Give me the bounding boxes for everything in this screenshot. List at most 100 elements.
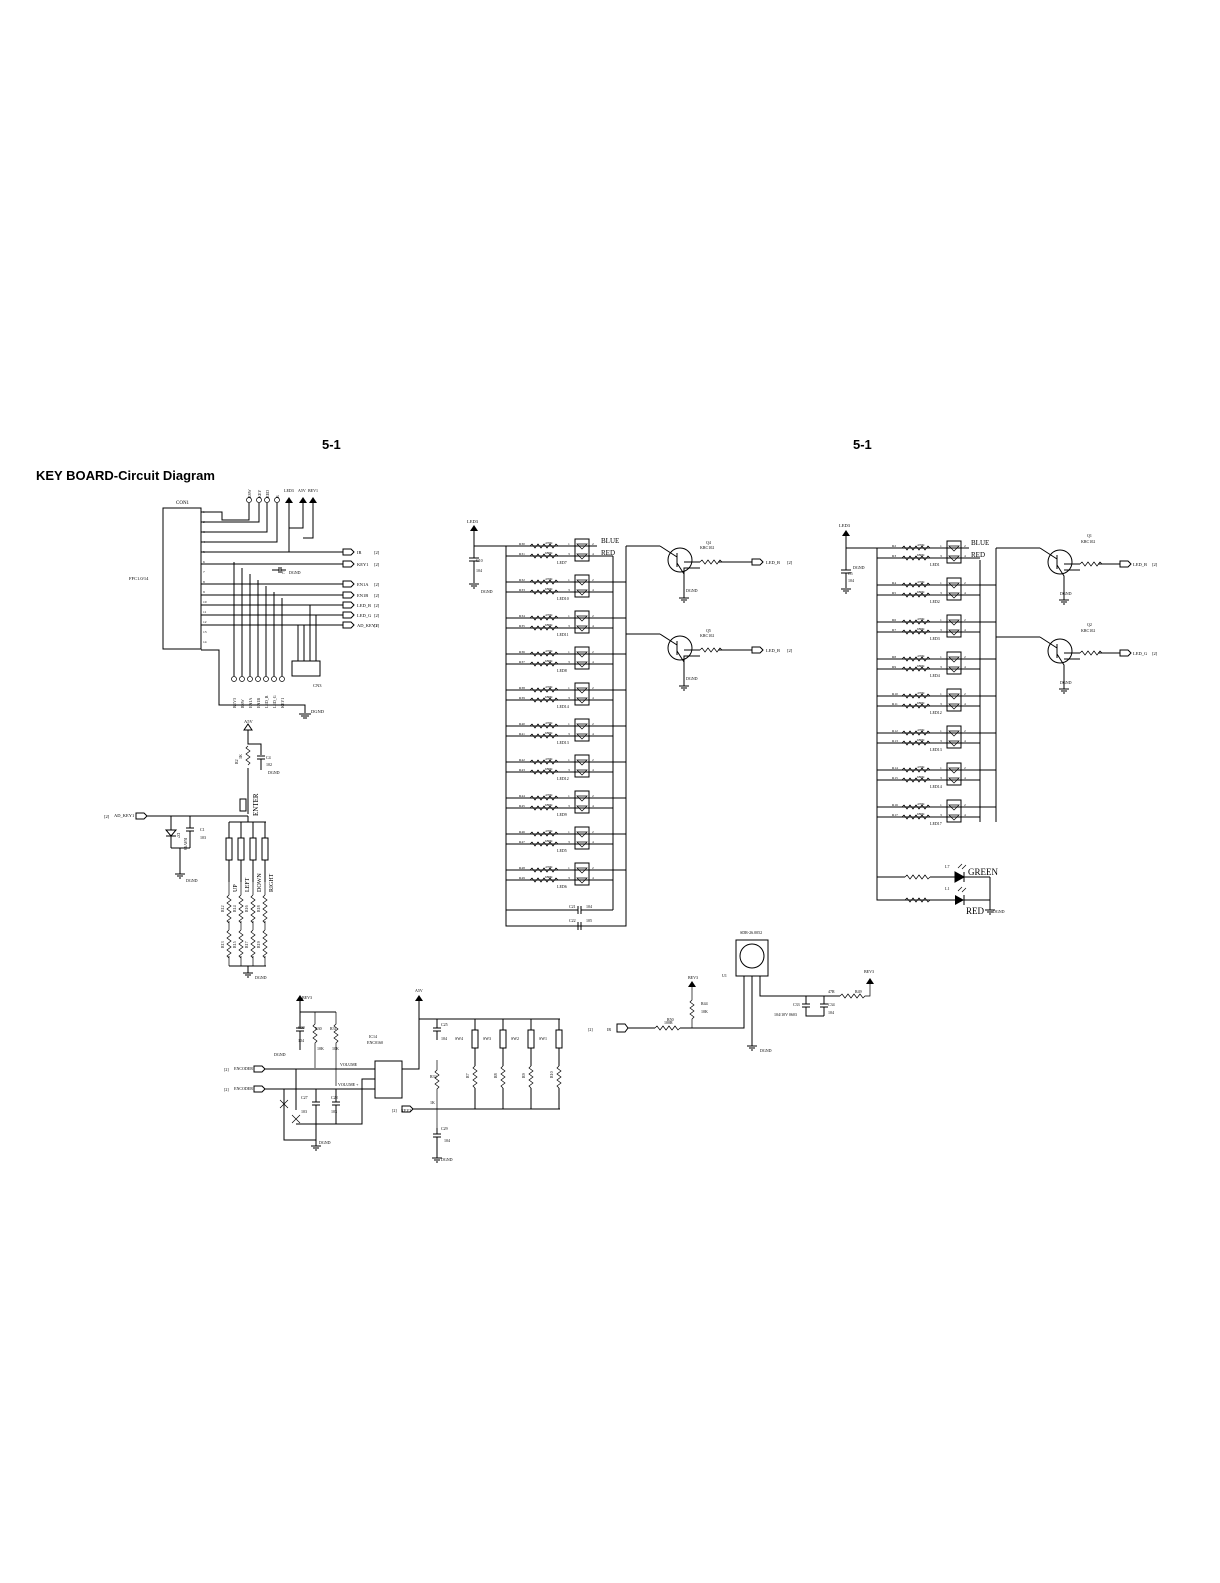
- con1-top-arrow-6: [309, 497, 317, 503]
- enc-in-label-a: ENCODER: [234, 1066, 253, 1071]
- enc-r30: R30: [315, 1026, 322, 1031]
- ledr-pin2-1: 2: [964, 581, 966, 585]
- ledr-res-ref-a-4: R10: [892, 692, 898, 696]
- ledl-res-val-b-2: 680R: [545, 623, 553, 627]
- ledr-res-ref-b-1: R5: [892, 591, 896, 595]
- ledr-q-ref-1: Q2: [1087, 622, 1092, 627]
- ledl-res-ref-b-4: R39: [519, 696, 525, 700]
- ledr-res-val-b-5: 680R: [917, 738, 925, 742]
- enc-sw-2: [527, 1029, 535, 1049]
- ledl-pin3-0: 3: [568, 552, 570, 556]
- ledr-pin1-2: 1: [940, 618, 942, 622]
- enc-ic: IC14: [369, 1034, 377, 1039]
- ir-receiver-section: SDR-26.0052 U1 [2] IR R50 100R BEV3 R44 …: [588, 930, 874, 1053]
- con1-top-wires: [201, 503, 314, 553]
- ledl-led-1: [574, 574, 590, 598]
- ledr-res-a-6: [901, 767, 931, 773]
- ledr-q-gnd-label-1: DGND: [1060, 680, 1072, 685]
- ledr-pin4-2: 4: [964, 628, 966, 632]
- con1-right-label-1: KEY1: [357, 562, 369, 567]
- ledl-res-ref-a-6: R42: [519, 758, 525, 762]
- con1-right-label-2: EN1A: [357, 582, 369, 587]
- ledl-c22-val: 105: [586, 918, 592, 923]
- ledr-blue-label: BLUE: [971, 539, 989, 547]
- enc-sw-label-2: SW2: [511, 1036, 519, 1041]
- ledl-pin2-8: 2: [592, 830, 594, 834]
- ledr-q-port-0: [1098, 560, 1132, 568]
- ledl-q-body-0: [659, 545, 700, 598]
- con1-bottom-node-0: [231, 676, 237, 682]
- ledr-q-gnd-1: [1059, 688, 1069, 694]
- ledl-res-a-3: [529, 651, 559, 657]
- enc-c30-val: 104: [298, 1038, 304, 1043]
- ledl-pin3-9: 3: [568, 876, 570, 880]
- keys-gnd: DGND: [186, 878, 198, 883]
- con1-bottom-label-6: KEY1: [280, 698, 285, 708]
- con1-bottom-node-6: [279, 676, 285, 682]
- con1-ref: CON1: [176, 501, 190, 506]
- keys-pullup-val: 1K: [238, 754, 243, 759]
- ledr-q-ref-0: Q1: [1087, 533, 1092, 538]
- ir-r44: R44: [701, 1001, 708, 1006]
- ledl-pin2-0: 2: [592, 542, 594, 546]
- ledr-res-val-a-3: 470R: [917, 654, 925, 658]
- enc-key-out: KEY2: [401, 1108, 411, 1113]
- ledr-res-val-a-1: 470R: [917, 580, 925, 584]
- ledl-res-ref-a-9: R48: [519, 866, 525, 870]
- con1-right-port-2: [342, 580, 355, 588]
- con1-right-ref-0: [2]: [374, 550, 380, 555]
- key-res-a-3: [262, 882, 268, 930]
- ledl-res-ref-a-7: R44: [519, 794, 525, 798]
- ledl-vcc: LED3: [467, 519, 479, 524]
- ir-vcc: BEV3: [688, 975, 698, 980]
- ledr-pin1-4: 1: [940, 692, 942, 696]
- ledr-pin2-2: 2: [964, 618, 966, 622]
- enc-vol-b: VOLUME +: [338, 1082, 359, 1087]
- key-res-b-1: [238, 929, 244, 966]
- ledl-pin3-3: 3: [568, 660, 570, 664]
- ledr-res-ref-a-5: R12: [892, 729, 898, 733]
- ledl-q-0: [667, 547, 693, 573]
- ledl-res-b-4: [529, 697, 559, 703]
- switch-enter-label: ENTER: [252, 793, 260, 816]
- con1-top-node-2: [264, 497, 270, 503]
- ledl-pin3-6: 3: [568, 768, 570, 772]
- key-res-label-a-2: R16: [244, 905, 249, 912]
- ledr-pin1-7: 1: [940, 803, 942, 807]
- keys-res-gnd: DGND: [255, 975, 267, 980]
- enc-c25: C25: [441, 1022, 448, 1027]
- con1-bottom-node-3: [255, 676, 261, 682]
- con1-pin-10: 10: [203, 600, 207, 604]
- ledl-q-ref-1: Q5: [706, 628, 711, 633]
- ledl-pin4-0: 4: [592, 552, 594, 556]
- ledl-res-val-a-6: 470R: [545, 757, 553, 761]
- ledl-q-tag-0: [2]: [787, 560, 793, 565]
- ledr-res-val-b-4: 680R: [917, 701, 925, 705]
- ledl-led-6: [574, 754, 590, 778]
- ledl-q-gnd-1: [679, 685, 689, 691]
- con1-top-node-3: [274, 497, 280, 503]
- ledl-led-name-9: LED6: [557, 884, 567, 889]
- ledl-res-val-b-3: 680R: [545, 659, 553, 663]
- ledr-res-ref-a-6: R14: [892, 766, 898, 770]
- enc-ic-part: ENC0160: [367, 1040, 383, 1045]
- con1-top-0: RSW: [247, 489, 252, 498]
- con1-right-port-6: [342, 621, 355, 629]
- ledl-q-net-0: LED_B: [766, 560, 780, 565]
- ledr-q-res-1: [1079, 650, 1103, 656]
- ledr-res-a-2: [901, 619, 931, 625]
- con1-bottom-node-4: [263, 676, 269, 682]
- ledr-led-name-0: LED1: [930, 562, 940, 567]
- key-res-label-a-0: R12: [220, 905, 225, 912]
- ledl-led-5: [574, 718, 590, 742]
- ledr-pin2-4: 2: [964, 692, 966, 696]
- con1-pin-6: 6: [203, 560, 205, 564]
- ledl-res-val-a-9: 470R: [545, 865, 553, 869]
- ledr-pin3-7: 3: [940, 813, 942, 817]
- ledr-led-name-3: LED4: [930, 673, 940, 678]
- keys-pullup: R2: [234, 759, 239, 764]
- ledl-pin4-3: 4: [592, 660, 594, 664]
- ledl-res-val-b-5: 680R: [545, 731, 553, 735]
- ledl-led-7: [574, 790, 590, 814]
